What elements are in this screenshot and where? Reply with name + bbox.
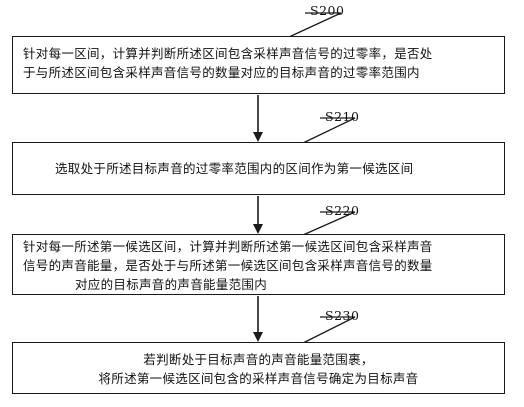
step-s230-line-2: 将所述第一候选区间包含的采样声音信号确定为目标声音 xyxy=(98,371,419,386)
step-box-s210: 选取处于所述目标声音的过零率范围内的区间作为第一候选区间 xyxy=(12,142,505,195)
step-label-s230: S230 xyxy=(325,308,360,323)
step-label-s200: S200 xyxy=(310,3,345,18)
leader-line-s220 xyxy=(302,211,356,236)
leader-line-s200 xyxy=(288,12,342,38)
step-s210-line-1: 选取处于所述目标声音的过零率范围内的区间作为第一候选区间 xyxy=(55,161,414,176)
leader-line-s210 xyxy=(302,117,356,144)
step-s200-line-1: 针对每一区间，计算并判断所述区间包含采样声音信号的过零率，是否处 xyxy=(23,46,433,61)
step-s220-line-1: 针对每一所述第一候选区间，计算并判断所述第一候选区间包含采样声音 xyxy=(23,239,433,254)
step-s220-line-3: 对应的目标声音的声音能量范围内 xyxy=(75,277,268,292)
step-box-s220: 针对每一所述第一候选区间，计算并判断所述第一候选区间包含采样声音 信号的声音能量… xyxy=(12,234,505,295)
step-box-s200: 针对每一区间，计算并判断所述区间包含采样声音信号的过零率，是否处 于与所述区间包… xyxy=(12,36,505,94)
step-s220-line-2: 信号的声音能量，是否处于与所述第一候选区间包含采样声音信号的数量 xyxy=(23,258,433,273)
step-s230-line-1: 若判断处于目标声音的声音能量范围裹， xyxy=(143,352,374,367)
step-label-s220: S220 xyxy=(325,203,360,218)
step-label-s210: S210 xyxy=(325,109,360,124)
leader-line-s230 xyxy=(302,316,356,344)
step-s200-line-2: 于与所述区间包含采样声音信号的数量对应的目标声音的过零率范围内 xyxy=(23,65,420,80)
step-box-s230: 若判断处于目标声音的声音能量范围裹， 将所述第一候选区间包含的采样声音信号确定为… xyxy=(12,342,505,394)
